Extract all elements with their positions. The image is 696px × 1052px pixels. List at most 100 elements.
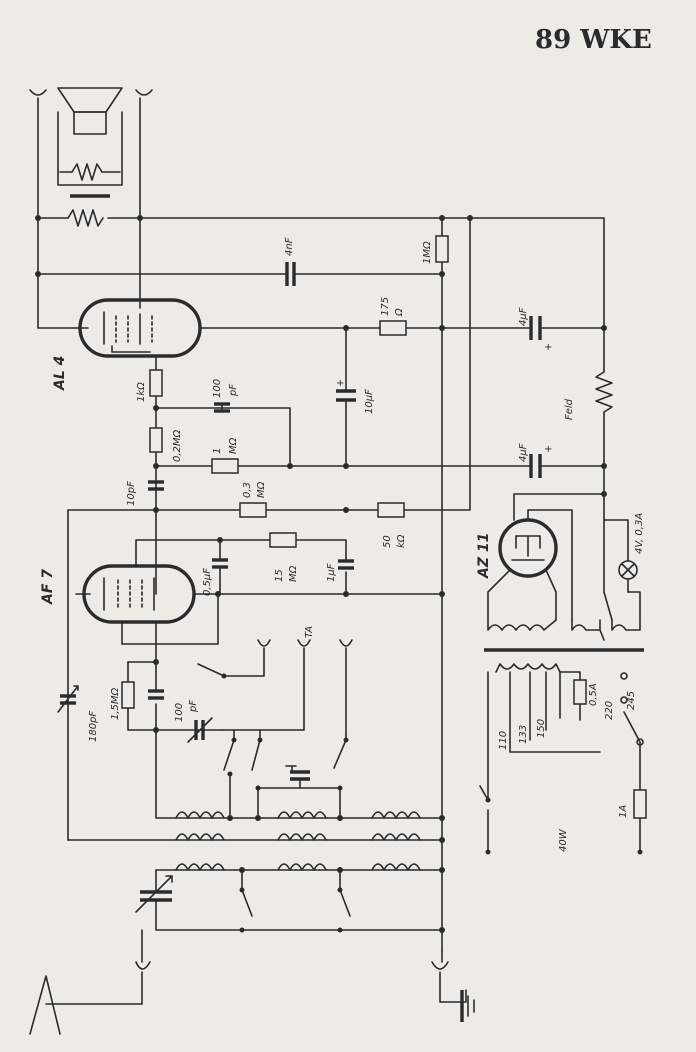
- switch-gramo[interactable]: [197, 663, 227, 679]
- resistor-1k: [149, 369, 163, 397]
- mains-switch[interactable]: [479, 785, 491, 851]
- resistor-175: [379, 320, 407, 336]
- resistor-0-2M: [149, 427, 163, 453]
- coil-row1-c: [371, 811, 421, 819]
- antenna-arrow-icon: [29, 975, 61, 1035]
- label-180pF: 180pF: [88, 711, 99, 742]
- capacitor-100pF-grid: [148, 689, 164, 700]
- resistor-50k: [377, 502, 405, 518]
- label-100pF-grid-unit: pF: [188, 700, 199, 713]
- label-1M-mid-unit: MΩ: [228, 437, 239, 454]
- label-10pF: 10pF: [126, 481, 137, 506]
- band-switch-1[interactable]: [223, 737, 237, 777]
- resistor-1-5M: [121, 681, 135, 709]
- band-switch-2[interactable]: [251, 737, 263, 791]
- label-1uF: 1μF: [326, 563, 337, 582]
- coil-row2-a: [175, 833, 225, 841]
- tube-af7: [82, 564, 196, 624]
- label-0-5uF: 0,5μF: [202, 568, 213, 596]
- resistor-0-3M: [239, 502, 267, 518]
- output-transformer: [57, 111, 123, 227]
- label-100pF-a-value: 100: [212, 379, 223, 398]
- resistor-1M-top: [435, 235, 449, 263]
- label-fuse-1A: 1A: [618, 805, 629, 818]
- trimmer-center-icon[interactable]: [285, 765, 310, 789]
- tube-az11: [498, 518, 558, 578]
- label-4uF-mid: 4μF: [518, 443, 529, 462]
- band-switch-4[interactable]: [239, 887, 253, 933]
- label-15M-unit: MΩ: [288, 565, 299, 582]
- label-tap-150: 150: [536, 719, 547, 738]
- label-1-5M: 1,5MΩ: [110, 687, 121, 720]
- polarity-plus-10uF: +: [336, 378, 344, 389]
- band-switch-3[interactable]: [333, 737, 349, 791]
- label-4uF-top: 4μF: [518, 307, 529, 326]
- power-transformer: [484, 619, 644, 673]
- label-0-2M: 0,2MΩ: [172, 429, 183, 462]
- coil-row2-c: [371, 833, 421, 841]
- fuse-1A: [633, 789, 647, 819]
- pickup-terminal-a-icon: [257, 639, 271, 647]
- label-1M-mid-value: 1: [212, 448, 223, 454]
- label-power: 40W: [558, 828, 569, 852]
- label-100pF-grid-value: 100: [174, 703, 185, 722]
- coil-row1-a: [175, 811, 225, 819]
- label-175-b: Ω: [394, 308, 405, 317]
- tuning-capacitor-icon[interactable]: [135, 875, 173, 913]
- label-tap-110: 110: [498, 731, 509, 750]
- label-tap-245: 245: [626, 691, 637, 710]
- capacitor-0-5uF: [212, 558, 228, 569]
- trimmer-180pF-icon[interactable]: [57, 685, 79, 713]
- label-tap-220: 220: [604, 701, 615, 720]
- label-az11: AZ 11: [476, 533, 492, 579]
- label-lamp: 4V, 0,3A: [634, 513, 645, 554]
- capacitor-4uF-top: [529, 316, 542, 340]
- tube-al4: [78, 298, 202, 358]
- label-af7: AF 7: [40, 569, 56, 605]
- label-ta: TA: [304, 626, 315, 638]
- voltage-selector-switch[interactable]: [620, 672, 644, 746]
- fuse-0-5A: [573, 679, 587, 705]
- pickup-terminal-ta-icon: [297, 639, 311, 647]
- model-title: 89 WKE: [535, 25, 652, 55]
- label-15M-value: 15: [274, 569, 285, 582]
- label-100pF-a-unit: pF: [228, 384, 239, 397]
- capacitor-4uF-mid: [529, 454, 542, 478]
- coil-row3-a: [175, 863, 225, 871]
- capacitor-100pF-a: [214, 402, 230, 413]
- label-50k-unit: kΩ: [396, 534, 407, 548]
- speaker-terminal-left-icon: [29, 89, 47, 96]
- polarity-plus-top: +: [544, 342, 552, 353]
- polarity-plus-mid: +: [544, 444, 552, 455]
- label-fuse-0-5A: 0,5A: [588, 683, 599, 706]
- earth-socket-icon: [431, 961, 449, 970]
- speaker-terminal-right-icon: [135, 89, 153, 96]
- label-10uF: 10μF: [364, 389, 375, 414]
- label-0-3M-value: 0,3: [242, 482, 253, 498]
- label-tap-133: 133: [518, 725, 529, 744]
- resistor-15M: [269, 532, 297, 548]
- capacitor-1uF: [338, 559, 354, 570]
- pickup-terminal-b-icon: [339, 639, 353, 647]
- coil-row3-b: [277, 863, 327, 871]
- capacitor-10pF: [148, 480, 164, 491]
- pilot-lamp-icon: [618, 560, 638, 580]
- mains-plug-right-icon: [637, 849, 643, 855]
- coil-row2-b: [277, 833, 327, 841]
- label-1M-top: 1MΩ: [422, 241, 433, 264]
- loudspeaker: [57, 87, 123, 135]
- trimmer-grid-icon[interactable]: [187, 717, 213, 743]
- coil-row1-b: [277, 811, 327, 819]
- ground-icon: [460, 990, 475, 1022]
- capacitor-4nF: [285, 262, 296, 286]
- band-switch-5[interactable]: [337, 887, 351, 933]
- label-1k: 1kΩ: [136, 382, 147, 402]
- label-0-3M-unit: MΩ: [256, 481, 267, 498]
- label-al4: AL 4: [52, 356, 68, 391]
- label-feld: Feld: [564, 398, 575, 420]
- coil-row3-c: [371, 863, 421, 871]
- antenna-socket-icon: [135, 961, 151, 970]
- label-4nF: 4nF: [284, 237, 295, 256]
